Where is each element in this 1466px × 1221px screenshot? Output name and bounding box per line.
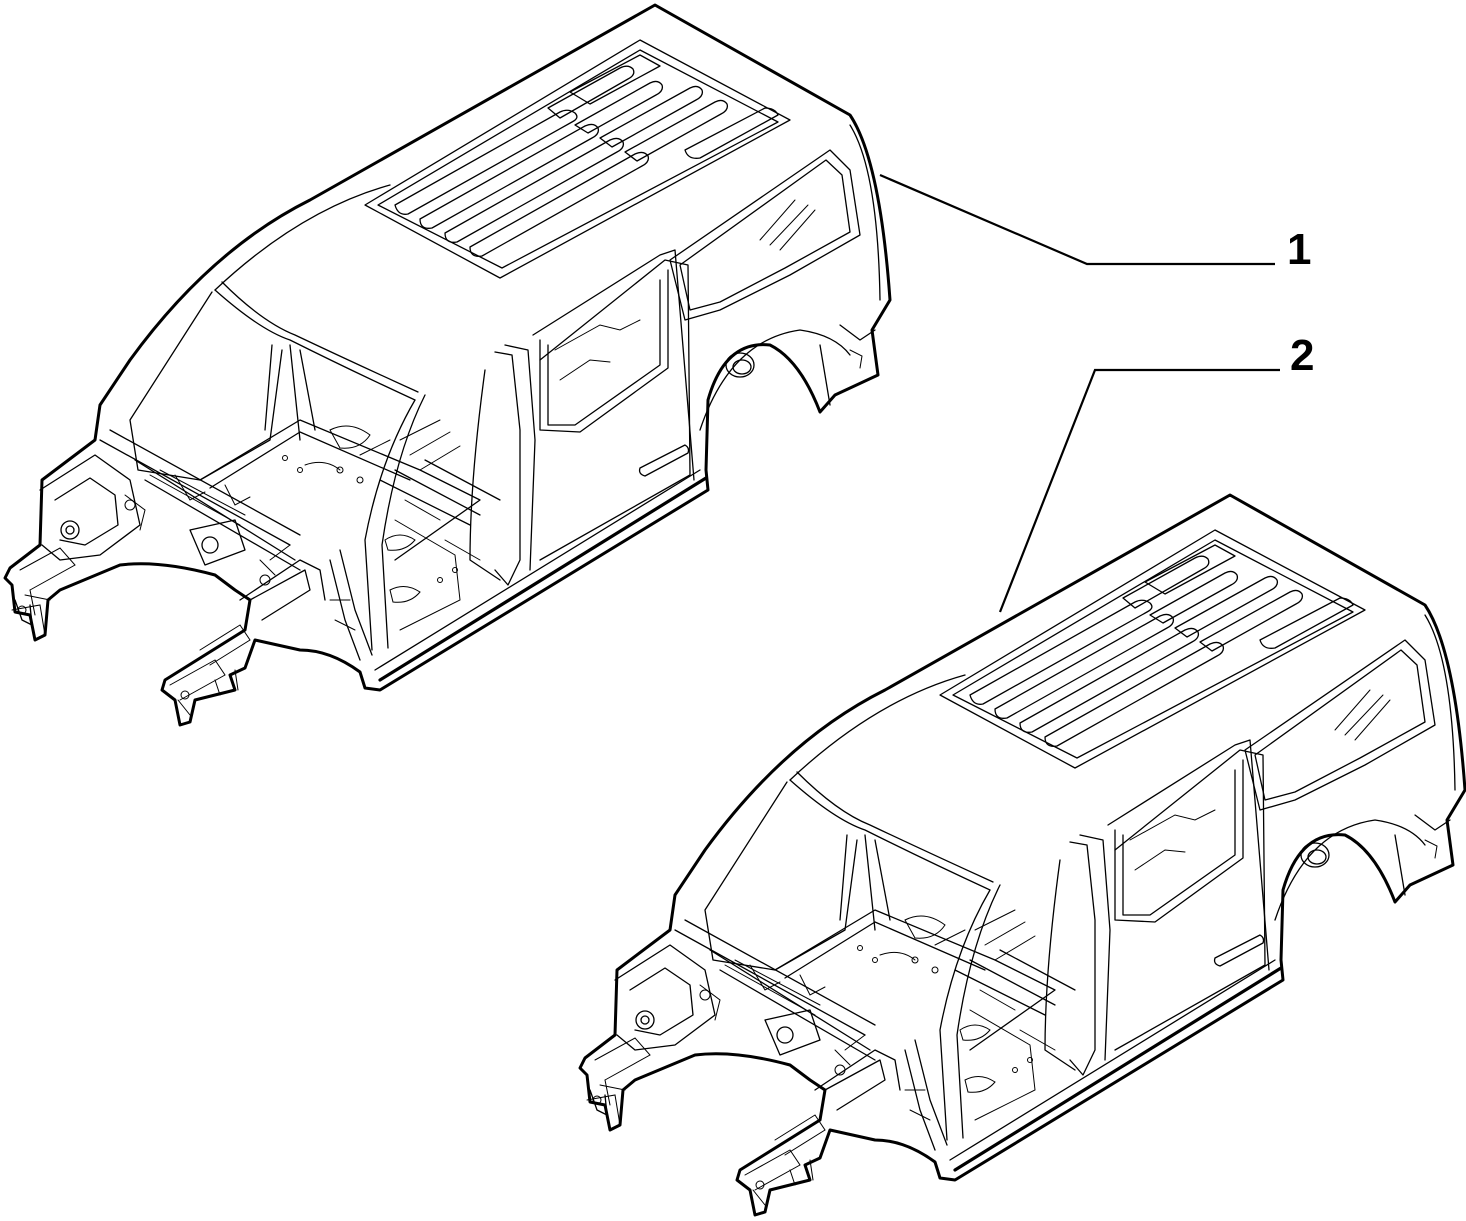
callout-label-1: 1 [1287,225,1311,274]
body-shell-2 [578,493,1466,1217]
leader-line-1 [879,173,1275,266]
callout-label-2: 2 [1290,331,1314,380]
leader-line-2 [998,368,1280,613]
body-shell-1 [3,3,892,727]
